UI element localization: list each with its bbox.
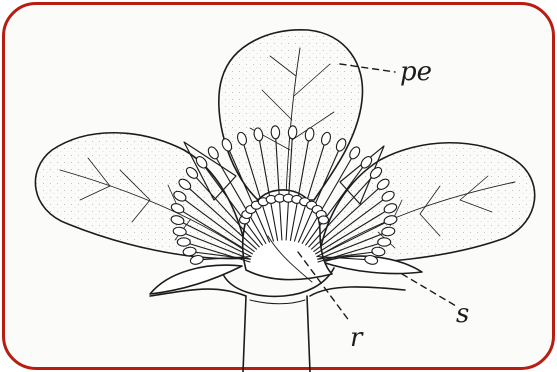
stamen-anther bbox=[319, 216, 329, 224]
stamen-anther bbox=[378, 238, 391, 246]
stamen-anther bbox=[271, 126, 280, 140]
leader-line-sepal bbox=[402, 274, 456, 306]
label-receptacle: r bbox=[350, 323, 364, 353]
stamen-anther bbox=[288, 126, 297, 140]
pedicel bbox=[243, 296, 310, 372]
label-sepal: s bbox=[456, 299, 469, 329]
stamen-anther bbox=[177, 238, 190, 246]
stamen-anther bbox=[348, 145, 362, 160]
label-petal: pe bbox=[400, 57, 432, 87]
